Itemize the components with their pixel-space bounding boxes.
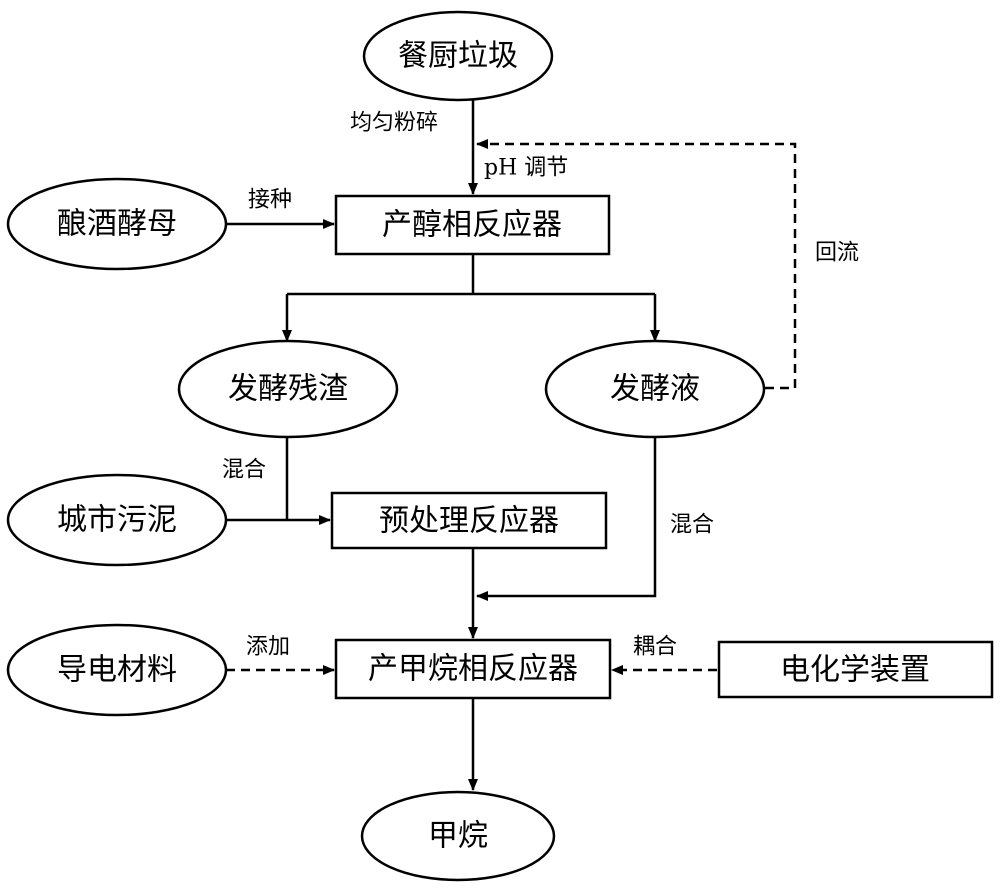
node-electrochemical-device-label: 电化学装置 — [780, 653, 930, 688]
node-municipal-sludge-label: 城市污泥 — [57, 503, 177, 538]
node-alcohol-reactor: 产醇相反应器 — [334, 194, 611, 256]
label-mix-residue: 混合 — [222, 458, 266, 483]
node-municipal-sludge: 城市污泥 — [6, 473, 228, 567]
label-add: 添加 — [246, 635, 290, 660]
node-pretreatment-reactor: 预处理反应器 — [330, 491, 608, 550]
label-reflux: 回流 — [815, 241, 859, 266]
node-fermentation-liquid-label: 发酵液 — [610, 372, 700, 407]
label-inoculate: 接种 — [248, 188, 292, 213]
node-food-waste-label: 餐厨垃圾 — [398, 39, 518, 74]
node-conductive-material-label: 导电材料 — [57, 653, 177, 688]
node-brewing-yeast-label: 酿酒酵母 — [57, 207, 177, 242]
label-mix-liquid: 混合 — [670, 513, 714, 538]
node-methane: 甲烷 — [360, 790, 556, 882]
node-methane-label: 甲烷 — [428, 819, 488, 854]
node-fermentation-residue: 发酵残渣 — [177, 339, 399, 439]
label-crush: 均匀粉碎 — [350, 111, 438, 136]
node-alcohol-reactor-label: 产醇相反应器 — [382, 208, 562, 243]
node-fermentation-residue-label: 发酵残渣 — [228, 372, 348, 407]
label-couple: 耦合 — [633, 635, 677, 660]
node-fermentation-liquid: 发酵液 — [544, 339, 766, 439]
node-methane-reactor: 产甲烷相反应器 — [334, 638, 612, 700]
node-food-waste: 餐厨垃圾 — [362, 10, 554, 102]
node-electrochemical-device: 电化学装置 — [717, 640, 994, 699]
node-brewing-yeast: 酿酒酵母 — [6, 177, 228, 271]
node-conductive-material: 导电材料 — [6, 623, 228, 717]
label-ph-adjust: pH 调节 — [484, 156, 568, 181]
node-methane-reactor-label: 产甲烷相反应器 — [368, 652, 578, 687]
node-pretreatment-reactor-label: 预处理反应器 — [379, 504, 559, 539]
edge-reflux-dashed — [476, 139, 797, 390]
edge-liquid-to-join — [476, 437, 657, 601]
